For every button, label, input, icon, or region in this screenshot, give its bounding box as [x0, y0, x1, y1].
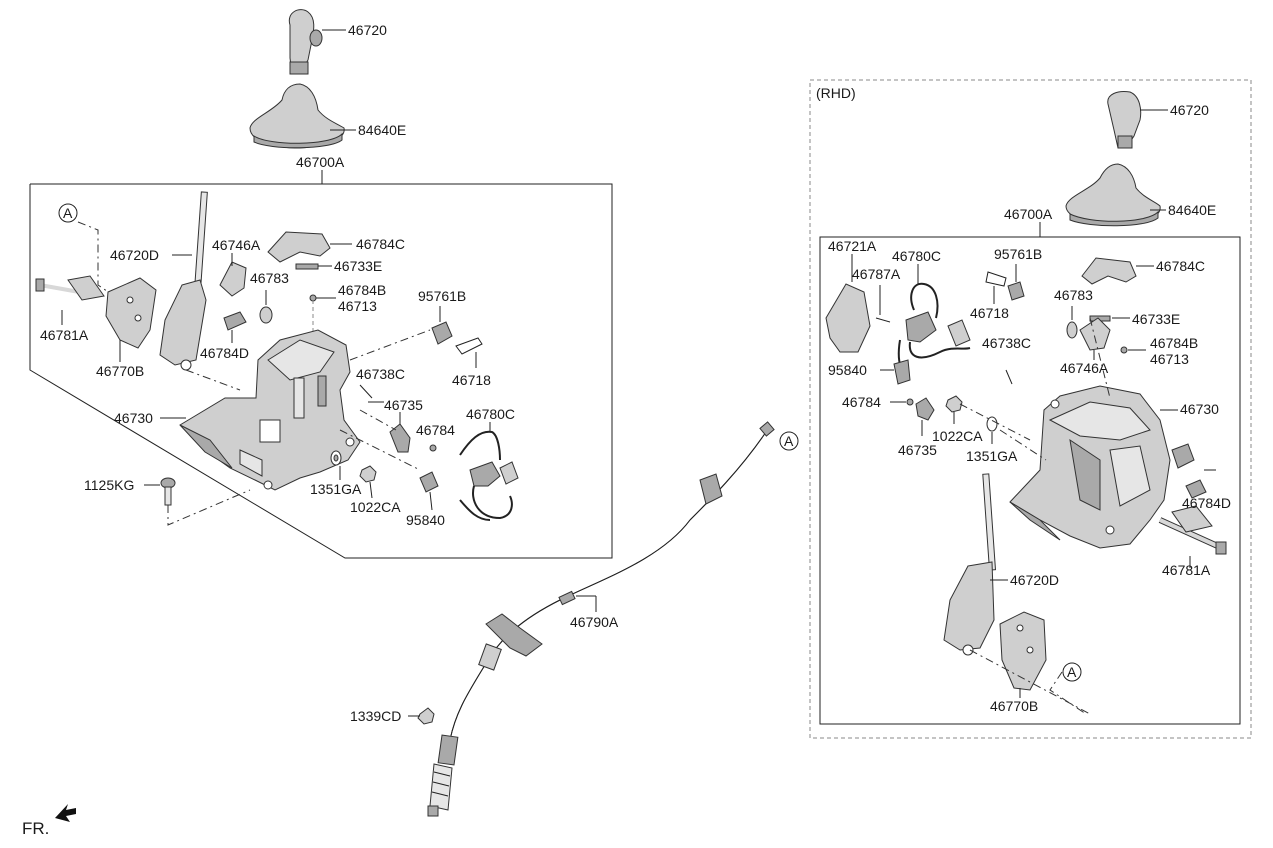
label-46735: 46735 — [384, 397, 423, 413]
label-rhd-46770b: 46770B — [990, 698, 1038, 714]
label-46770b: 46770B — [96, 363, 144, 379]
rhd-inner-frame — [819, 236, 1241, 725]
label-46720d: 46720D — [110, 247, 159, 263]
label-rhd-46735: 46735 — [898, 442, 937, 458]
label-46730: 46730 — [114, 410, 153, 426]
label-rhd-46784d: 46784D — [1182, 495, 1231, 511]
label-fr: FR. — [22, 819, 49, 838]
shift-lever-rod-rhd — [943, 473, 997, 656]
label-46784b: 46784B — [338, 282, 386, 298]
label-95761b: 95761B — [418, 288, 466, 304]
label-1351ga: 1351GA — [310, 481, 362, 497]
shift-lever-rod — [159, 191, 208, 371]
fr-arrow — [55, 804, 76, 822]
connector-95761b — [431, 321, 453, 345]
label-1339cd: 1339CD — [350, 708, 401, 724]
label-circle-a: A — [63, 205, 73, 221]
label-rhd-46784c: 46784C — [1156, 258, 1205, 274]
label-46720: 46720 — [348, 22, 387, 38]
label-rhd-46781a: 46781A — [1162, 562, 1211, 578]
label-46718: 46718 — [452, 372, 491, 388]
label-rhd-95761b: 95761B — [994, 246, 1042, 262]
label-rhd-1351ga: 1351GA — [966, 448, 1018, 464]
label-46783: 46783 — [250, 270, 289, 286]
shift-boot-rhd — [1065, 163, 1161, 227]
label-1022ca: 1022CA — [350, 499, 401, 515]
bracket-46770b-rhd — [999, 611, 1047, 691]
label-rhd-46733e: 46733E — [1132, 311, 1180, 327]
rhd-outer-frame — [809, 79, 1252, 739]
label-rhd-46720: 46720 — [1170, 102, 1209, 118]
label-46790a: 46790A — [570, 614, 619, 630]
pin-46781a-rhd — [1158, 505, 1227, 555]
shift-cable-46790a — [427, 421, 775, 817]
label-rhd: (RHD) — [816, 85, 856, 101]
label-95840: 95840 — [406, 512, 445, 528]
label-rhd-46713: 46713 — [1150, 351, 1189, 367]
shift-housing-46730-rhd — [1009, 385, 1195, 549]
label-46733e: 46733E — [334, 258, 382, 274]
label-rhd-46730: 46730 — [1180, 401, 1219, 417]
bracket-46746a — [219, 261, 247, 297]
label-rhd-46721a: 46721A — [828, 238, 877, 254]
spring-46783 — [259, 290, 273, 324]
bracket-46770b — [105, 277, 157, 349]
label-rhd-46718: 46718 — [970, 305, 1009, 321]
label-rhd-46787a: 46787A — [852, 266, 901, 282]
label-46784c: 46784C — [356, 236, 405, 252]
label-46746a: 46746A — [212, 237, 261, 253]
label-46781a: 46781A — [40, 327, 89, 343]
label-46713: 46713 — [338, 298, 377, 314]
label-46700a: 46700A — [296, 154, 345, 170]
label-rhd-46784b: 46784B — [1150, 335, 1198, 351]
label-rhd-46746a: 46746A — [1060, 360, 1109, 376]
label-46784d: 46784D — [200, 345, 249, 361]
assembly-frame-lhd — [29, 183, 613, 559]
label-46738c: 46738C — [356, 366, 405, 382]
label-46784: 46784 — [416, 422, 455, 438]
bracket-46721a-rhd — [825, 283, 871, 353]
label-rhd-46780c: 46780C — [892, 248, 941, 264]
wire-harness-46780c-rhd — [897, 282, 971, 371]
label-rhd-84640e: 84640E — [1168, 202, 1216, 218]
part-46735 — [389, 423, 411, 453]
shift-knob — [288, 9, 323, 75]
pin-46781a — [35, 275, 105, 301]
label-rhd-1022ca: 1022CA — [932, 428, 983, 444]
label-rhd-46738c: 46738C — [982, 335, 1031, 351]
label-rhd-46720d: 46720D — [1010, 572, 1059, 588]
label-84640e: 84640E — [358, 122, 406, 138]
label-1125kg: 1125KG — [84, 477, 134, 493]
label-rhd-circle-a: A — [1067, 664, 1077, 680]
label-46780c: 46780C — [466, 406, 515, 422]
plate-46784c — [267, 231, 331, 263]
label-rhd-46784: 46784 — [842, 394, 881, 410]
switch-46784d — [223, 311, 247, 331]
label-cable-circle-a: A — [784, 433, 794, 449]
label-rhd-46700a: 46700A — [1004, 206, 1053, 222]
shift-housing-46730 — [179, 329, 361, 491]
shift-knob-rhd — [1107, 91, 1142, 149]
bolt-1125kg — [160, 477, 176, 506]
shift-boot — [249, 83, 345, 149]
wire-harness-46780c — [459, 422, 519, 521]
label-rhd-95840: 95840 — [828, 362, 867, 378]
label-rhd-46783: 46783 — [1054, 287, 1093, 303]
